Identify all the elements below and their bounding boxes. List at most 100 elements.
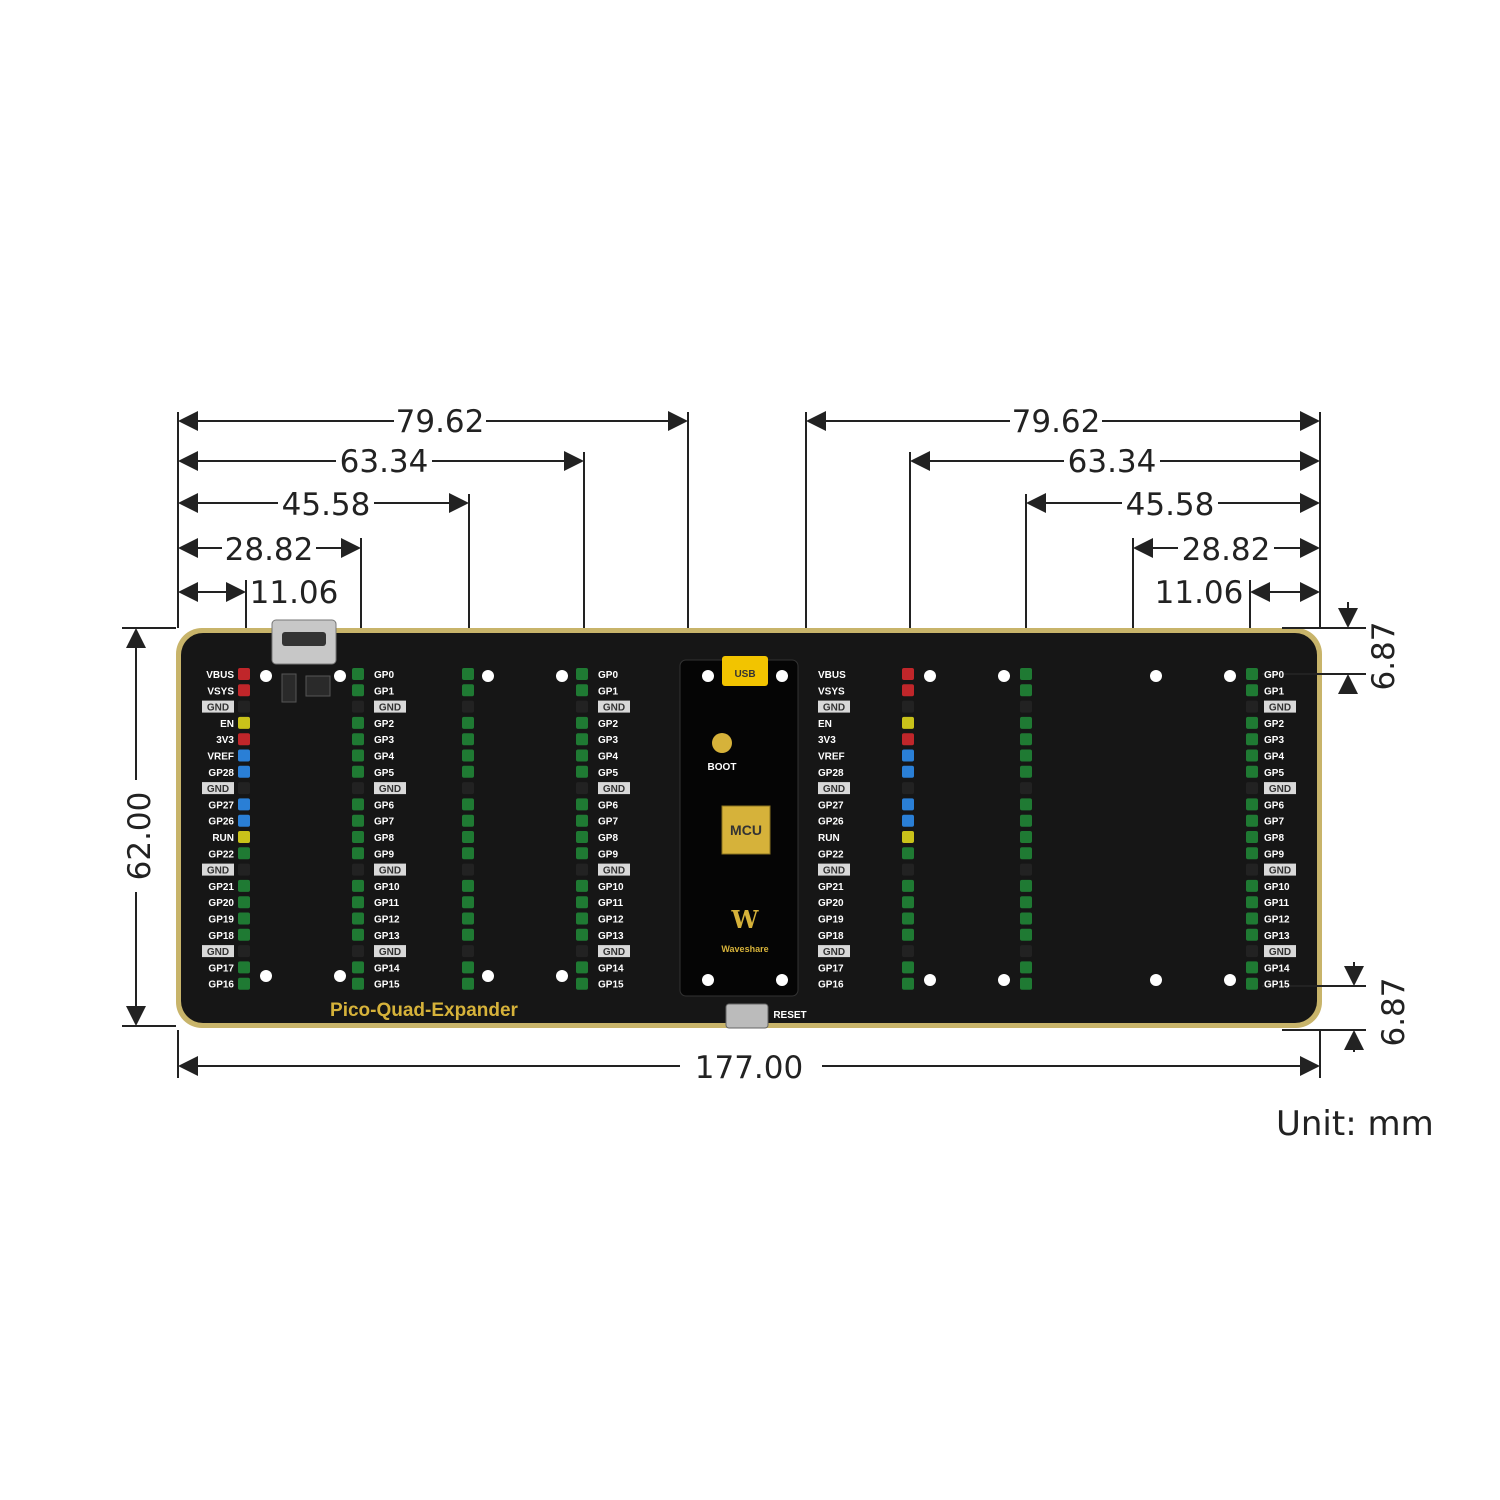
pin-label: GP9 — [598, 849, 618, 860]
header-pin — [238, 749, 250, 762]
header-pin — [352, 700, 364, 713]
pin-label: GP13 — [1264, 931, 1290, 942]
pin-label: GP10 — [374, 882, 400, 893]
gnd-label-bg — [374, 700, 406, 713]
gnd-label-bg — [818, 700, 850, 713]
header-pin — [902, 716, 914, 729]
header-pin — [902, 733, 914, 746]
header-pin — [576, 814, 588, 827]
mounting-holes — [260, 670, 1236, 986]
header-pin — [238, 668, 250, 680]
gnd-label-bg — [598, 945, 630, 958]
header-pin — [462, 765, 474, 778]
pin-label: GP12 — [1264, 915, 1290, 926]
header-pin — [576, 912, 588, 925]
board-name: Pico-Quad-Expander — [330, 1000, 519, 1021]
dim-offset-bottom: 6.87 — [1376, 977, 1412, 1046]
pin-label: 3V3 — [818, 735, 836, 746]
header-pin — [1246, 814, 1258, 827]
pin-label: 3V3 — [216, 735, 234, 746]
header-pin — [1020, 700, 1032, 713]
pin-label: VBUS — [206, 670, 234, 681]
header-pin — [238, 765, 250, 778]
pin-label: GP26 — [208, 817, 234, 828]
header-pin — [1246, 912, 1258, 925]
header-pin — [902, 749, 914, 762]
header-pin — [902, 863, 914, 876]
pin-label: GP15 — [1264, 980, 1290, 991]
header-pin — [462, 814, 474, 827]
pin-label: GP20 — [208, 898, 234, 909]
pin-label: GP21 — [818, 882, 844, 893]
header-pin — [576, 945, 588, 958]
header-pin — [462, 879, 474, 892]
header-pin — [352, 749, 364, 762]
header-pin — [1020, 765, 1032, 778]
reset-button: RESET — [725, 1003, 807, 1029]
pin-label: RUN — [818, 833, 840, 844]
dim-top-left-28: 28.82 — [225, 532, 314, 568]
dim-top-left-11: 11.06 — [250, 575, 339, 611]
header-pin — [462, 668, 474, 680]
header-pin — [238, 896, 250, 909]
pin-label: GP6 — [1264, 800, 1284, 811]
header-pin — [352, 896, 364, 909]
pin-label: GP4 — [598, 752, 618, 763]
header-pin — [238, 831, 250, 843]
header-pin — [238, 945, 250, 958]
dim-top-right-11: 11.06 — [1155, 575, 1244, 611]
gnd-label-bg — [818, 782, 850, 795]
pin-label: GP3 — [598, 735, 618, 746]
header-pin — [238, 961, 250, 974]
boot-label: BOOT — [708, 762, 737, 773]
header-pin — [1246, 749, 1258, 762]
pin-label: GP28 — [208, 768, 234, 779]
dim-top-right-79: 79.62 — [1012, 404, 1101, 440]
header-pin — [1020, 831, 1032, 843]
header-pin — [1246, 668, 1258, 680]
dimension-lines-top-left — [177, 411, 689, 628]
pin-label: GP14 — [1264, 963, 1290, 974]
pin-label: GND — [1269, 784, 1291, 795]
header-pin — [462, 798, 474, 811]
header-pin — [902, 798, 914, 811]
pin-label: VBUS — [818, 670, 846, 681]
header-pin — [352, 814, 364, 827]
header-pin — [352, 928, 364, 941]
header-pin — [1246, 945, 1258, 958]
header-pin — [576, 684, 588, 697]
header-pin — [576, 961, 588, 974]
gnd-label-bg — [1264, 782, 1296, 795]
header-pin — [1020, 798, 1032, 811]
usb-label: USB — [734, 669, 755, 680]
header-pin — [902, 896, 914, 909]
pin-label: GP18 — [208, 931, 234, 942]
pin-label: GND — [207, 703, 229, 714]
pin-label: GP7 — [598, 817, 618, 828]
header-pin — [352, 716, 364, 729]
pin-label: GP7 — [1264, 817, 1284, 828]
header-pin — [1020, 814, 1032, 827]
header-pin — [352, 961, 364, 974]
header-pin — [1246, 847, 1258, 860]
usb-chip — [281, 673, 331, 703]
pin-label: GND — [207, 866, 229, 877]
pin-label: GND — [379, 947, 401, 958]
header-pin — [902, 700, 914, 713]
header-pin — [352, 863, 364, 876]
header-pin — [352, 831, 364, 843]
pin-label: GND — [603, 947, 625, 958]
header-pin — [1246, 928, 1258, 941]
pin-label: GP26 — [818, 817, 844, 828]
pin-label: RUN — [212, 833, 234, 844]
pin-label: GP28 — [818, 768, 844, 779]
header-pin — [576, 798, 588, 811]
pin-label: GP11 — [1264, 898, 1289, 909]
pin-label: GND — [823, 784, 845, 795]
header-pin — [576, 896, 588, 909]
pin-label: GND — [379, 784, 401, 795]
header-pin — [238, 798, 250, 811]
header-pin — [462, 782, 474, 795]
pin-label: GP13 — [374, 931, 400, 942]
dim-offset-top: 6.87 — [1366, 621, 1402, 690]
